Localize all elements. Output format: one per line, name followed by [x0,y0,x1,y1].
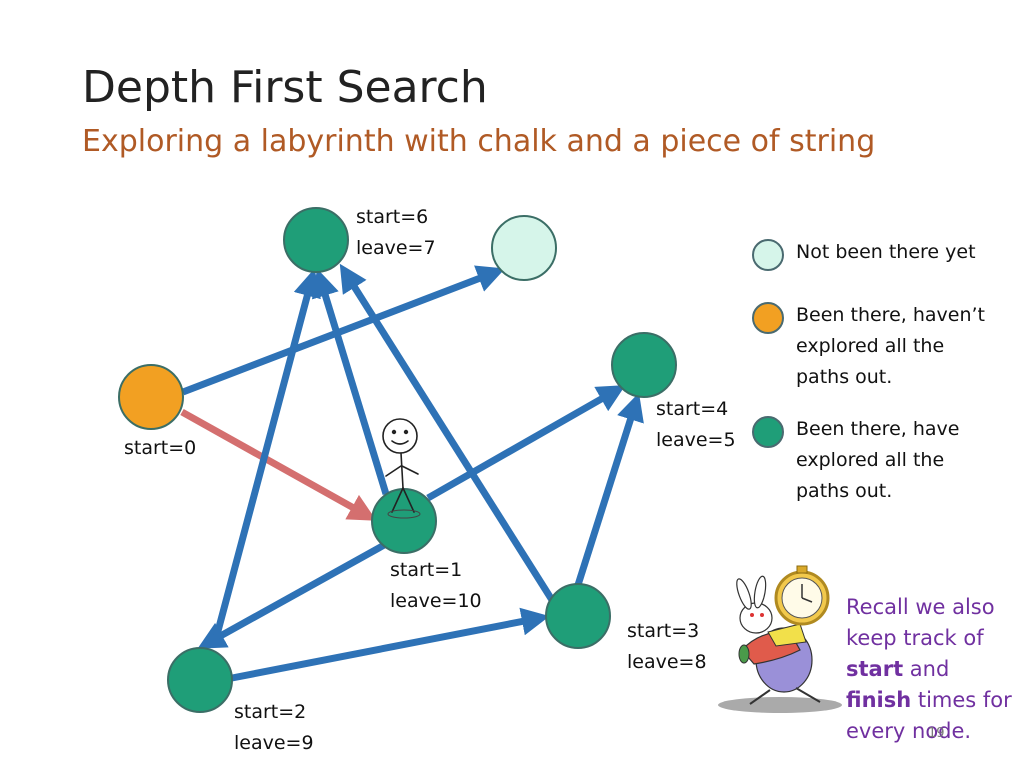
node-label-start: start=6 [356,206,429,228]
legend-text: Been there, have explored all the paths … [796,418,960,502]
node-label-n0: start=0 [124,433,196,464]
stick-figure-icon [382,418,421,519]
node-label-start: start=3 [627,620,700,642]
slide-title: Depth First Search [82,62,488,113]
node-label-start: start=0 [124,437,197,459]
note-start-word: start [846,657,904,681]
note-text: and [903,657,950,681]
edge-n0-n1 [180,408,377,521]
edge-n2-n3 [231,607,550,682]
edge-n2-n6 [210,268,321,647]
node-start-1 [371,488,437,554]
page-number: 19 [928,726,945,741]
node-label-leave: leave=10 [390,590,482,612]
pocket-watch-icon [774,565,830,626]
node-label-start: start=2 [234,701,307,723]
node-start-2 [167,647,233,713]
legend-text: Not been there yet [796,241,976,263]
node-start-6 [283,207,349,273]
legend-swatch-in-progress [752,302,784,334]
edge-n3-n6 [339,263,555,602]
slide-subtitle: Exploring a labyrinth with chalk and a p… [82,124,876,159]
node-label-leave: leave=5 [656,429,736,451]
recall-note: Recall we also keep track of start and f… [846,592,1016,747]
node-label-start: start=4 [656,398,729,420]
edge-n1-n4 [426,385,626,502]
node-label-leave: leave=9 [234,732,314,754]
legend-swatch-finished [752,416,784,448]
node-start-3 [545,583,611,649]
edge-n1-n2 [197,540,388,649]
node-label-n4: start=4 leave=5 [656,394,736,456]
edge-n1-n6 [311,268,390,496]
note-text: Recall we also keep track of [846,595,995,650]
note-finish-word: finish [846,688,912,712]
legend-swatch-unvisited [752,239,784,271]
legend-text: Been there, haven’t explored all the pat… [796,304,985,388]
white-rabbit-icon [718,575,842,713]
legend-visited-done: Been there, have explored all the paths … [752,414,1006,507]
node-label-leave: leave=7 [356,237,436,259]
node-start-4 [611,332,677,398]
node-label-n6: start=6 leave=7 [356,202,436,264]
node-label-leave: leave=8 [627,651,707,673]
node-label-n3: start=3 leave=8 [627,616,707,678]
node-label-n1: start=1 leave=10 [390,555,482,617]
node-label-start: start=1 [390,559,463,581]
node-start-0 [118,364,184,430]
node-unvisited [491,215,557,281]
node-label-n2: start=2 leave=9 [234,697,314,759]
legend-visited-open: Been there, haven’t explored all the pat… [752,300,1006,393]
legend-not-visited: Not been there yet [752,237,1006,271]
note-text: times for every node. [846,688,1012,743]
edge-n3-n4 [574,392,644,587]
